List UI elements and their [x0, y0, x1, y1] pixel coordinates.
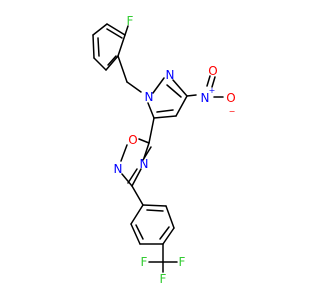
bond	[138, 138, 150, 144]
bond	[117, 34, 126, 57]
oxadiazole-n2-label: N	[114, 162, 123, 176]
nitro-o-top-label: O	[208, 64, 217, 78]
bond	[107, 55, 117, 66]
bond	[126, 81, 142, 93]
bond	[130, 223, 141, 245]
bond	[92, 34, 95, 59]
cf3-f-right-label: F	[179, 255, 186, 269]
bond	[142, 146, 152, 161]
bond	[166, 84, 182, 98]
bond	[186, 94, 197, 97]
bond	[206, 75, 211, 87]
bond	[97, 37, 100, 57]
bond	[143, 142, 150, 159]
bond	[127, 168, 138, 184]
bond	[106, 23, 126, 36]
bond	[106, 28, 123, 39]
bond	[175, 95, 188, 117]
bond	[159, 226, 170, 240]
oxadiazole-n4-label: N	[140, 157, 149, 171]
bond	[156, 109, 174, 113]
atom-labels: F N N N + O O − O N N F F F	[114, 14, 236, 286]
fluorine-label: F	[127, 14, 134, 28]
bond	[92, 23, 108, 36]
bond	[131, 185, 144, 206]
bond	[147, 102, 155, 119]
bond	[211, 76, 216, 88]
bond	[153, 115, 177, 119]
bond	[117, 55, 128, 83]
nitro-n-label: N	[201, 91, 210, 105]
cf3-f-bottom-label: F	[160, 272, 167, 286]
bond	[131, 168, 142, 187]
bond	[146, 209, 164, 212]
bond	[142, 204, 167, 207]
oxadiazole-o-label: O	[128, 133, 137, 147]
bond	[93, 57, 107, 71]
pyrazole-n2-label: N	[166, 68, 175, 82]
bond	[124, 25, 129, 36]
pyrazole-n1-label: N	[145, 90, 154, 104]
bonds	[92, 23, 224, 273]
bond	[172, 79, 188, 97]
nitro-o-charge: −	[229, 107, 236, 116]
bond	[121, 173, 133, 187]
bond	[135, 224, 144, 240]
bond	[120, 144, 128, 162]
cf3-f-left-label: F	[141, 255, 148, 269]
bond	[162, 227, 175, 245]
bond	[105, 55, 119, 71]
bond	[165, 205, 175, 229]
bond	[148, 117, 155, 144]
bond	[130, 204, 144, 225]
bond	[152, 77, 165, 94]
molecule-structure: F N N N + O O − O N N F F F	[92, 14, 236, 286]
nitro-n-charge: +	[209, 86, 216, 95]
nitro-o-right-label: O	[226, 91, 235, 105]
